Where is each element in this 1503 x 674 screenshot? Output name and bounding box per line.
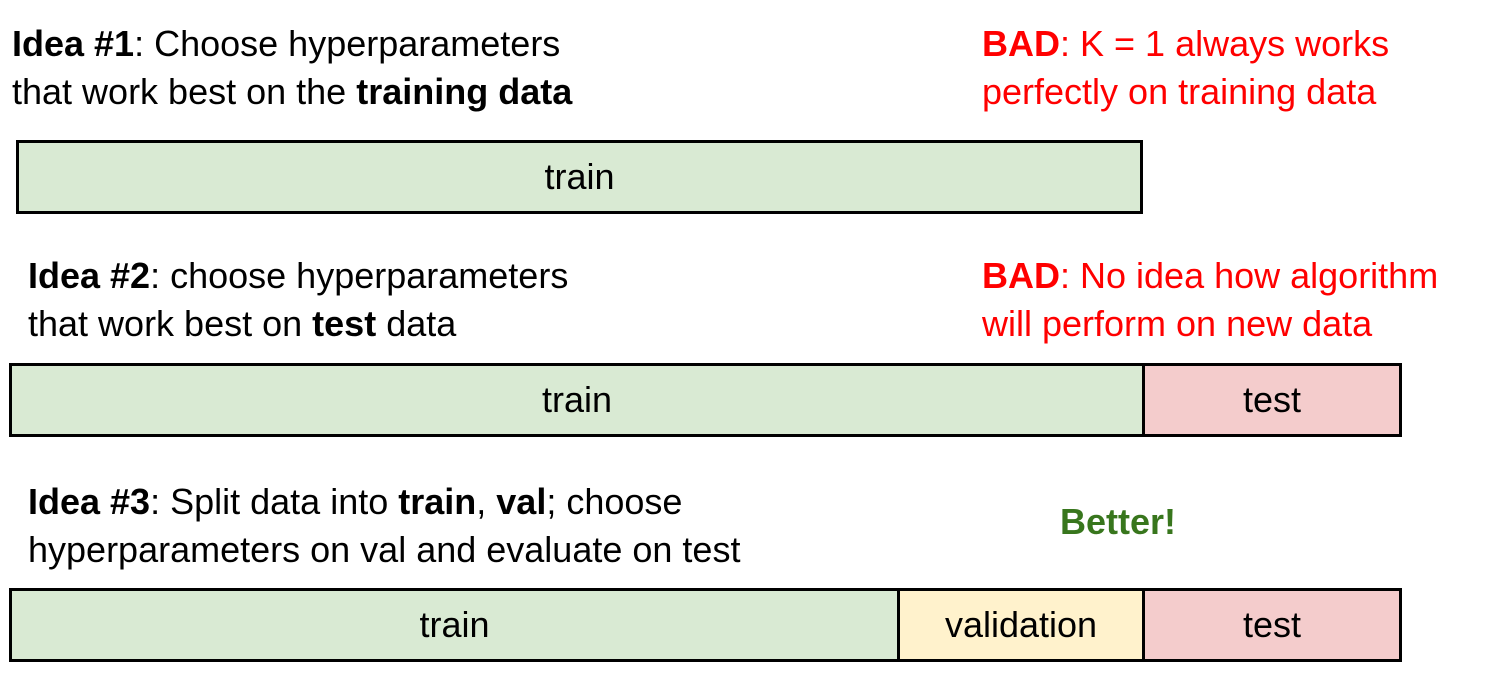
segment-label: train — [541, 379, 613, 420]
idea1-line1-rest: : Choose hyperparameters — [134, 23, 561, 64]
segment-label: test — [1242, 604, 1302, 645]
idea3-line1: Idea #3: Split data into train, val; cho… — [28, 478, 740, 526]
idea2-verdict: BAD: No idea how algorithm will perform … — [982, 252, 1438, 348]
idea2-line2-plain-b: data — [376, 303, 457, 344]
idea1-verdict-line1: BAD: K = 1 always works — [982, 20, 1389, 68]
idea1-verdict-line1-rest: : K = 1 always works — [1060, 23, 1390, 64]
idea3-validation-segment: validation — [897, 591, 1142, 659]
idea2-verdict-line1-rest: : No idea how algorithm — [1060, 255, 1439, 296]
idea3-text: Idea #3: Split data into train, val; cho… — [28, 478, 740, 574]
idea2-line2-bold: test — [312, 303, 377, 344]
idea1-line2: that work best on the training data — [12, 68, 572, 116]
segment-label: test — [1242, 379, 1302, 420]
idea1-line1: Idea #1: Choose hyperparameters — [12, 20, 572, 68]
idea2-heading: Idea #2 — [28, 255, 151, 296]
idea2-line1: Idea #2: choose hyperparameters — [28, 252, 568, 300]
segment-label: train — [419, 604, 490, 645]
idea3-line1-a: : Split data into — [150, 481, 399, 522]
idea1-data-bar: train — [16, 140, 1143, 214]
idea1-line2-plain: that work best on the — [12, 71, 357, 112]
idea2-train-segment: train — [12, 366, 1142, 434]
idea3-data-bar: train validation test — [9, 588, 1402, 662]
idea2-line2-plain-a: that work best on — [28, 303, 313, 344]
idea2-verdict-line1: BAD: No idea how algorithm — [982, 252, 1438, 300]
idea3-line2: hyperparameters on val and evaluate on t… — [28, 529, 741, 570]
idea3-line1-bold-val: val — [496, 481, 547, 522]
idea1-verdict-line2: perfectly on training data — [982, 71, 1377, 112]
idea3-verdict: Better! — [1060, 501, 1177, 542]
idea1-train-segment: train — [19, 143, 1140, 211]
idea1-verdict-label: BAD — [982, 23, 1060, 64]
segment-label: validation — [944, 604, 1098, 645]
idea2-test-segment: test — [1142, 366, 1399, 434]
idea1-line2-bold: training data — [356, 71, 573, 112]
idea1-heading: Idea #1 — [12, 23, 135, 64]
idea3-test-segment: test — [1142, 591, 1399, 659]
idea1-text: Idea #1: Choose hyperparameters that wor… — [12, 20, 572, 116]
idea3-line1-b: , — [476, 481, 497, 522]
idea2-verdict-line2: will perform on new data — [982, 303, 1373, 344]
segment-label: train — [544, 156, 615, 197]
idea3-line1-bold-train: train — [398, 481, 477, 522]
idea2-text: Idea #2: choose hyperparameters that wor… — [28, 252, 568, 348]
idea2-line1-rest: : choose hyperparameters — [150, 255, 569, 296]
idea3-train-segment: train — [12, 591, 897, 659]
idea3-line1-c: ; choose — [546, 481, 683, 522]
idea2-line2: that work best on test data — [28, 300, 568, 348]
idea3-heading: Idea #3 — [28, 481, 151, 522]
idea2-verdict-label: BAD — [982, 255, 1060, 296]
idea1-verdict: BAD: K = 1 always works perfectly on tra… — [982, 20, 1389, 116]
idea2-data-bar: train test — [9, 363, 1402, 437]
